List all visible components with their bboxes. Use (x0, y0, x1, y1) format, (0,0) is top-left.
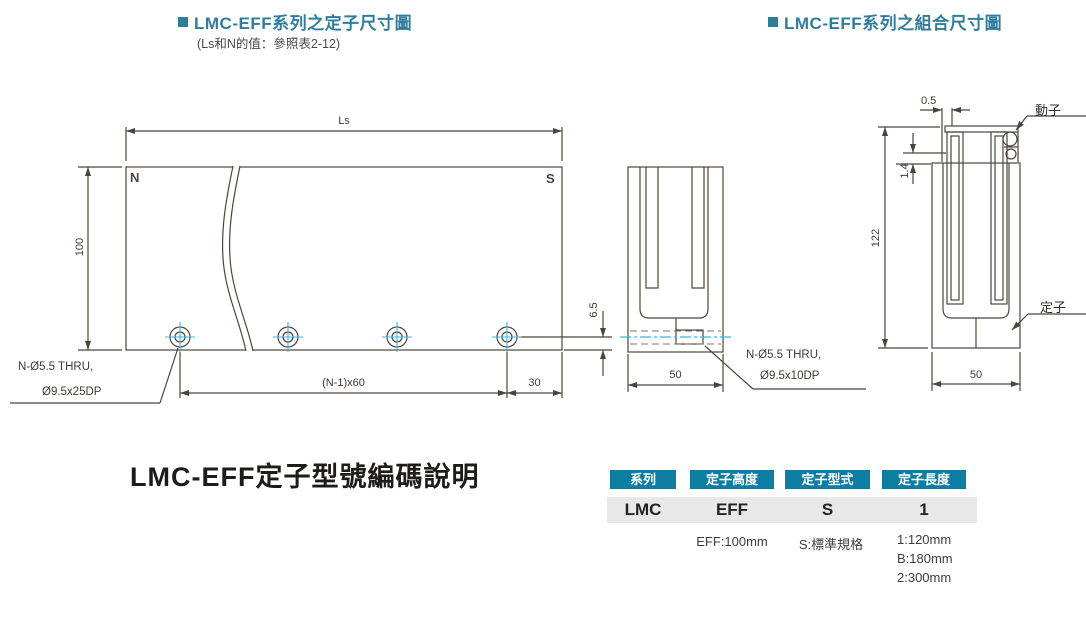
assembly-outline (878, 107, 1086, 391)
height-100-dimension-label: 100 (74, 237, 86, 257)
code-header-stator-type: 定子型式 (785, 470, 870, 489)
code-value-stator-type: S (821, 500, 834, 519)
code-value-series: LMC (624, 500, 662, 519)
stator-plate-outline (10, 127, 612, 404)
code-header-series: 系列 (610, 470, 676, 489)
hole-height-dimension-label: 6.5 (588, 302, 600, 318)
stator-label: 定子 (1040, 300, 1067, 315)
assembly-width-dimension-label: 50 (969, 369, 983, 381)
assembly-height-dimension-label: 122 (870, 228, 882, 248)
note-stator-length-3: 2:300mm (897, 570, 952, 585)
hole-callout-line1: N-Ø5.5 THRU, (18, 361, 94, 373)
code-value-stator-length: 1 (919, 500, 929, 519)
model-code-heading: LMC-EFF定子型號編碼說明 (130, 462, 480, 492)
hole-centerline-marks (165, 322, 522, 352)
stator-cross-section-outline (627, 166, 866, 392)
clearance-dimension-label: 1.4 (899, 163, 911, 179)
mounting-holes (169, 326, 518, 348)
right-section-title: LMC-EFF系列之組合尺寸圖 (784, 14, 1003, 33)
note-stator-length-1: 1:120mm (897, 532, 952, 547)
section-hole-callout-line1: N-Ø5.5 THRU, (746, 349, 822, 361)
hidden-hole-lines (630, 330, 721, 345)
bullet-square-icon (768, 17, 778, 27)
mover-outline (944, 125, 1019, 305)
ls-dimension-label: Ls (338, 115, 350, 127)
note-stator-length-2: B:180mm (897, 551, 953, 566)
note-stator-height: EFF:100mm (696, 534, 768, 549)
section-width-dimension-label: 50 (669, 369, 682, 381)
bullet-square-icon (178, 17, 188, 27)
code-value-row (607, 497, 977, 523)
end-offset-dimension-label: 30 (528, 377, 541, 389)
pole-s-label: S (546, 171, 555, 186)
mover-label: 動子 (1035, 103, 1062, 118)
code-value-stator-height: EFF (715, 500, 749, 519)
pole-n-label: N (130, 170, 140, 185)
hole-callout-line2: Ø9.5x25DP (42, 386, 102, 398)
code-header-stator-height: 定子高度 (690, 470, 774, 489)
gap-dimension-label: 0.5 (921, 95, 937, 107)
note-stator-type: S:標準規格 (798, 537, 864, 552)
section-hole-callout-line2: Ø9.5x10DP (760, 370, 820, 382)
left-section-note: (Ls和N的值：參照表2-12) (197, 37, 341, 51)
left-section-title: LMC-EFF系列之定子尺寸圖 (194, 14, 413, 33)
code-header-stator-length: 定子長度 (882, 470, 966, 489)
hole-pitch-dimension-label: (N-1)x60 (322, 377, 365, 389)
